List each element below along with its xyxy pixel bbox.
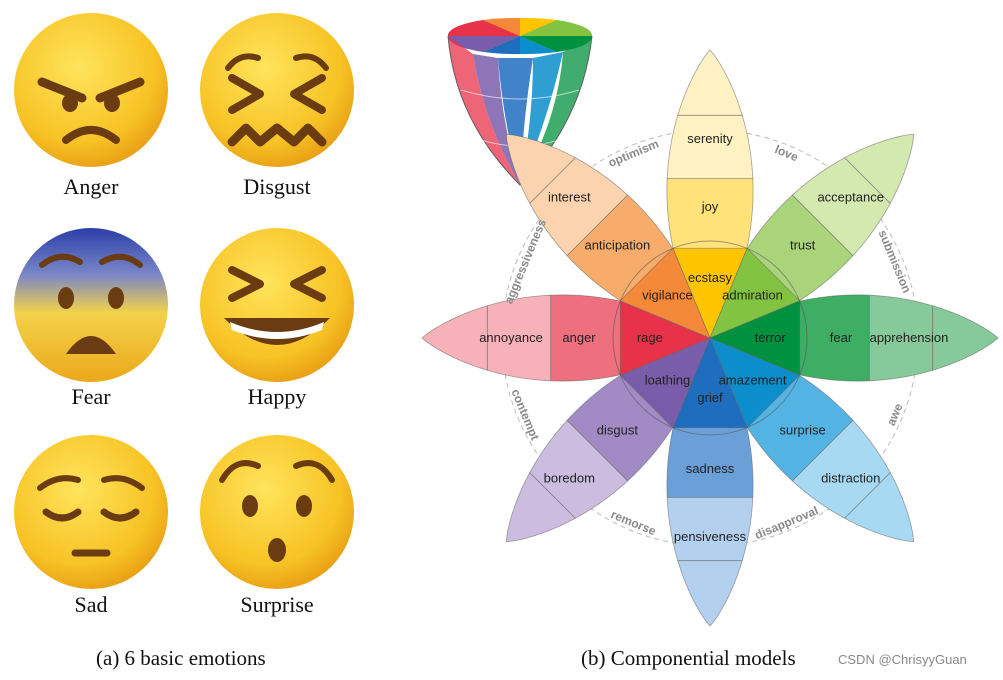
surprise-face-icon	[200, 435, 354, 589]
emotion-label-boredom: boredom	[544, 471, 595, 486]
emotion-label-admiration: admiration	[722, 287, 783, 302]
emotion-label-pensiveness: pensiveness	[674, 529, 747, 544]
dyad-label-remorse: remorse	[609, 507, 658, 538]
petal-outer-serenity	[667, 115, 753, 178]
panel-b-caption: (b) Componential models	[581, 646, 796, 671]
panel-a-caption: (a) 6 basic emotions	[96, 646, 266, 671]
emotion-label-rage: rage	[637, 330, 663, 345]
emotion-label-apprehension: apprehension	[870, 330, 949, 345]
petal-tip-serenity	[678, 50, 742, 115]
anger-face-icon	[14, 13, 168, 167]
happy-face-icon	[200, 228, 354, 382]
emotion-label-trust: trust	[790, 237, 816, 252]
emotion-label-serenity: serenity	[687, 131, 733, 146]
dyad-label-love: love	[773, 142, 801, 164]
emotion-label-anticipation: anticipation	[584, 237, 650, 252]
emotion-label-loathing: loathing	[645, 373, 691, 388]
emotion-label-joy: joy	[701, 199, 719, 214]
sad-face-icon	[14, 435, 168, 589]
emotion-label-surprise: surprise	[780, 423, 826, 438]
emotion-label-ecstasy: ecstasy	[688, 270, 733, 285]
petal-tip-pensiveness	[678, 561, 742, 626]
emotion-label-disgust: disgust	[597, 423, 639, 438]
petal-tip-annoyance	[422, 306, 487, 370]
emotion-label-annoyance: annoyance	[479, 330, 543, 345]
emotion-label-fear: fear	[830, 330, 853, 345]
emotion-label-grief: grief	[697, 390, 723, 405]
face-label-disgust: Disgust	[207, 174, 347, 200]
face-label-surprise: Surprise	[207, 592, 347, 618]
emotion-label-sadness: sadness	[686, 461, 735, 476]
watermark: CSDN @ChrisyyGuan	[838, 652, 967, 667]
emoji-grid	[0, 0, 380, 640]
dyad-label-disapproval: disapproval	[753, 503, 821, 542]
dyad-label-optimism: optimism	[606, 137, 661, 170]
dyad-label-submission: submission	[876, 228, 914, 295]
dyad-label-aggressiveness: aggressiveness	[502, 217, 550, 306]
emotion-label-vigilance: vigilance	[642, 287, 693, 302]
emotion-label-distraction: distraction	[821, 471, 880, 486]
face-label-anger: Anger	[21, 174, 161, 200]
disgust-face-icon	[200, 13, 354, 167]
face-label-sad: Sad	[21, 592, 161, 618]
emotion-label-terror: terror	[755, 330, 787, 345]
dyad-label-awe: awe	[884, 401, 906, 428]
emotion-label-acceptance: acceptance	[817, 189, 884, 204]
emotion-label-interest: interest	[548, 189, 591, 204]
face-label-fear: Fear	[21, 384, 161, 410]
face-label-happy: Happy	[207, 384, 347, 410]
emotion-label-anger: anger	[562, 330, 596, 345]
emotion-wheel-diagram: ecstasy joy serenity admiration trust accepta…	[383, 0, 1003, 640]
emotion-label-amazement: amazement	[719, 373, 787, 388]
fear-face-icon	[14, 228, 168, 382]
